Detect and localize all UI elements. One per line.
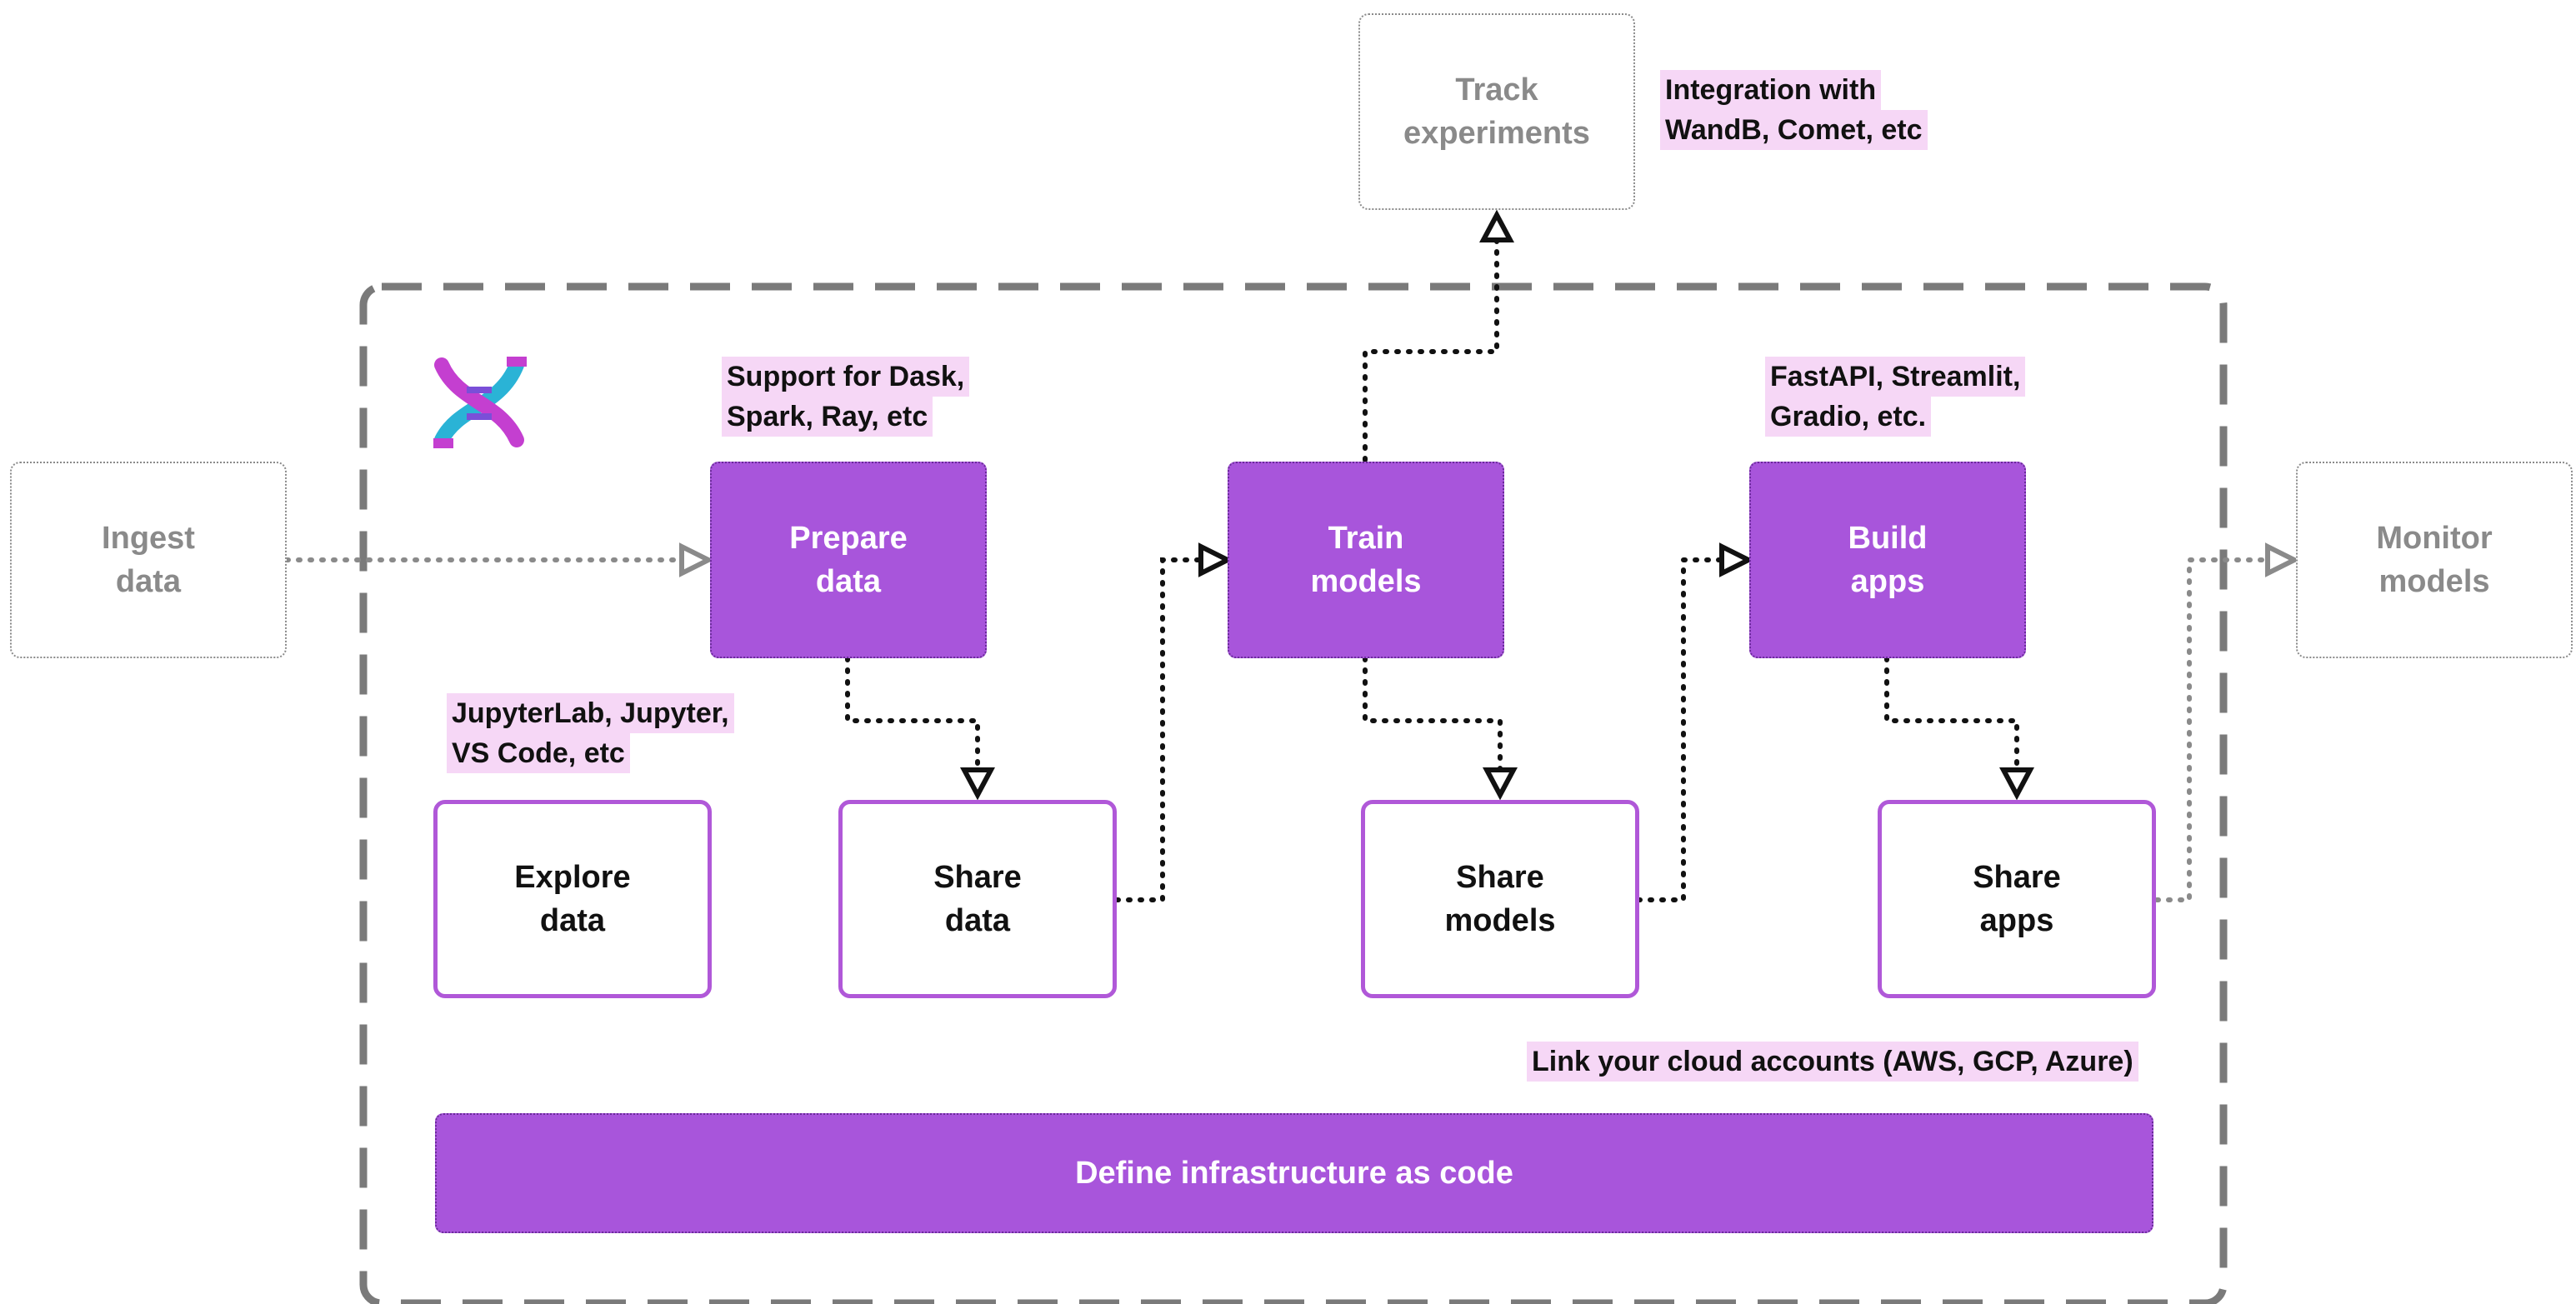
arrow-train-track	[1363, 236, 1499, 462]
arrowhead-shareapps	[1999, 767, 2034, 801]
ingest-data-box: Ingest data	[10, 462, 287, 658]
note-apps: FastAPI, Streamlit,Gradio, etc.	[1765, 357, 2026, 437]
arrow-sharemodels-build	[1636, 557, 1728, 902]
arrowhead-build	[1719, 542, 1754, 577]
arrowhead-prepare	[679, 542, 714, 577]
build-apps-box: Build apps	[1749, 462, 2026, 658]
arrowhead-train	[1198, 542, 1233, 577]
arrowhead-sharemodels	[1483, 767, 1518, 801]
arrowhead-monitor	[2265, 542, 2300, 577]
arrow-sharedata-train	[1114, 557, 1207, 902]
track-experiments-box: Track experiments	[1358, 13, 1635, 210]
monitor-models-box: Monitor models	[2296, 462, 2573, 658]
arrow-shareapps-monitor	[2154, 557, 2273, 902]
dna-helix-icon	[433, 357, 527, 448]
arrowhead-track	[1479, 209, 1514, 242]
share-apps-box: Share apps	[1878, 800, 2156, 998]
infrastructure-bar: Define infrastructure as code	[435, 1113, 2153, 1233]
explore-data-box: Explore data	[433, 800, 712, 998]
share-models-box: Share models	[1361, 800, 1639, 998]
arrowhead-sharedata	[960, 767, 995, 801]
share-data-box: Share data	[838, 800, 1117, 998]
note-cloud: Link your cloud accounts (AWS, GCP, Azur…	[1527, 1042, 2138, 1082]
note-jupyter: JupyterLab, Jupyter,VS Code, etc	[447, 693, 734, 773]
platform-boundary	[359, 282, 2228, 1304]
note-support: Support for Dask,Spark, Ray, etc	[722, 357, 970, 437]
prepare-data-box: Prepare data	[710, 462, 987, 658]
train-models-box: Train models	[1228, 462, 1504, 658]
arrow-train-sharemodels	[1363, 656, 1503, 776]
arrow-build-shareapps	[1884, 656, 2019, 776]
arrow-prepare-sharedata	[845, 656, 980, 776]
